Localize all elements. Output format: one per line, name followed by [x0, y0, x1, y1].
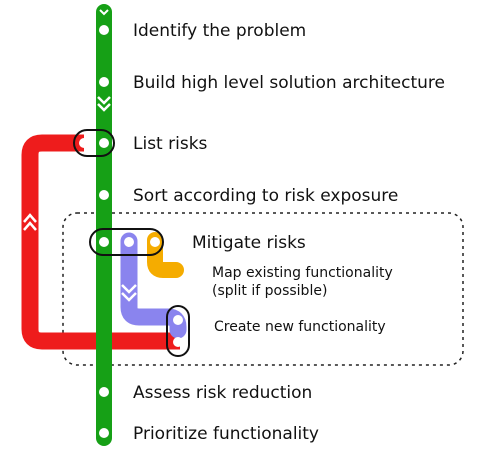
label-map-existing: Map existing functionality	[212, 265, 393, 281]
red-feedback-line	[21, 134, 180, 350]
station-mitigate-blue	[124, 237, 134, 247]
station-sort	[99, 190, 109, 200]
station-mitigate-green	[99, 237, 109, 247]
station-assess	[99, 387, 109, 397]
station-list-risks-red	[79, 138, 89, 148]
station-create-red	[173, 337, 183, 347]
station-identify	[99, 25, 109, 35]
mitigation-group-box	[62, 212, 464, 366]
red-line-chevrons	[23, 213, 37, 231]
label-assess: Assess risk reduction	[133, 383, 312, 403]
station-architecture	[99, 77, 109, 87]
station-create-blue	[173, 315, 183, 325]
orange-branch-line	[147, 232, 184, 278]
green-main-line	[96, 4, 112, 446]
label-create: Create new functionality	[214, 319, 386, 335]
label-identify: Identify the problem	[133, 21, 306, 41]
green-line-chevrons	[97, 96, 111, 112]
label-prioritize: Prioritize functionality	[133, 424, 319, 444]
green-top-chevrons	[99, 9, 109, 16]
station-list-risks-green	[99, 138, 109, 148]
list-risks-interchange-outline	[73, 129, 115, 157]
mitigate-interchange-outline	[89, 228, 164, 256]
label-list-risks: List risks	[133, 134, 208, 154]
create-interchange-outline	[166, 305, 190, 357]
label-map-note: (split if possible)	[212, 283, 327, 299]
label-architecture: Build high level solution architecture	[133, 73, 445, 93]
station-prioritize	[99, 428, 109, 438]
station-mitigate-orange	[150, 237, 160, 247]
label-mitigate: Mitigate risks	[192, 233, 306, 253]
blue-line-chevrons	[121, 284, 137, 302]
label-sort: Sort according to risk exposure	[133, 186, 398, 206]
